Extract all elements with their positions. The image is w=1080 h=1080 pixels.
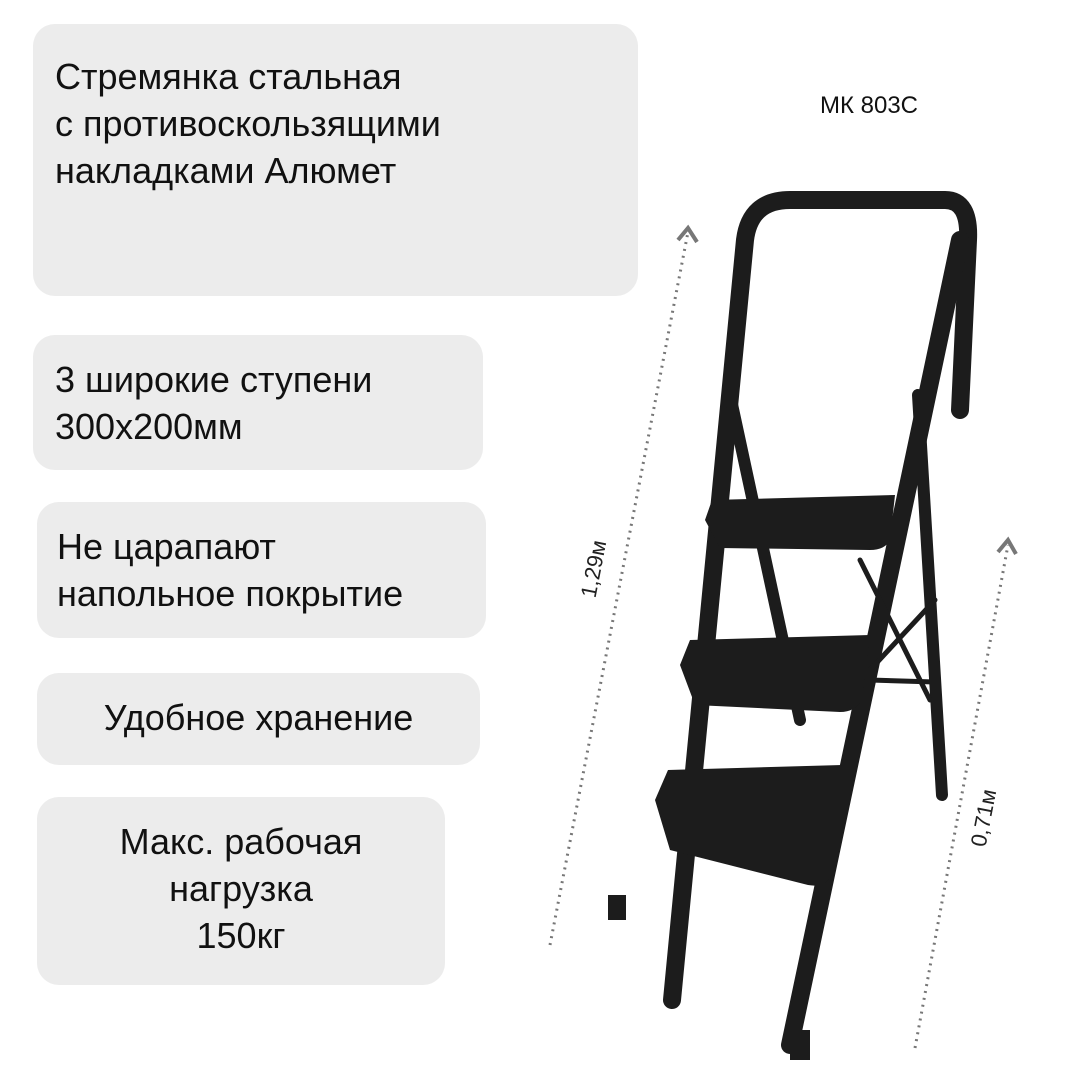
- feature-text: 150кг: [196, 914, 286, 956]
- feature-max-load: Макс. рабочая нагрузка 150кг: [37, 797, 445, 985]
- title-line: с противоскользящими: [55, 102, 441, 144]
- feature-no-scratch: Не царапают напольное покрытие: [37, 502, 486, 638]
- feature-text: Макс. рабочая: [119, 821, 363, 862]
- feature-text: Удобное хранение: [103, 697, 414, 738]
- feature-text: Не царапают: [57, 526, 276, 567]
- feature-steps: 3 широкие ступени 300х200мм: [33, 335, 483, 470]
- arrow-icon: [676, 224, 1018, 555]
- feature-text: нагрузка: [169, 867, 313, 909]
- ladder: [663, 191, 978, 1054]
- ladder-steps: [608, 495, 895, 1060]
- product-title-box: Стремянка стальная с противоскользящими …: [33, 24, 638, 296]
- model-number: МК 803С: [820, 92, 919, 119]
- feature-storage: Удобное хранение: [37, 673, 480, 765]
- feature-text: 300х200мм: [55, 405, 243, 447]
- feature-text: напольное покрытие: [57, 572, 404, 614]
- title-line: Стремянка стальная: [55, 56, 402, 97]
- feature-text: 3 широкие ступени: [55, 359, 373, 400]
- title-line: накладками Алюмет: [55, 149, 397, 191]
- height-dimension-line: [548, 231, 1010, 1049]
